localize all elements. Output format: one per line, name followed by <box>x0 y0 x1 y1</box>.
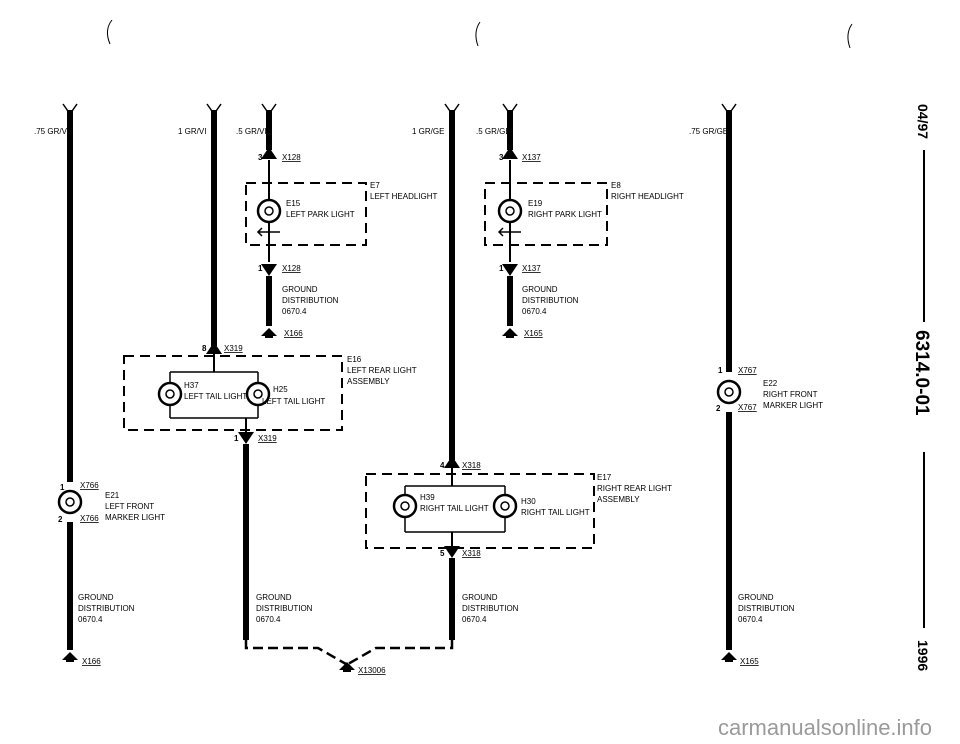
connector-x13006: X13006 <box>358 666 386 675</box>
pin-label: 2 <box>58 515 63 524</box>
connector-x165-bottom-right: X165 <box>740 657 759 666</box>
ground-line2: DISTRIBUTION <box>738 604 795 613</box>
ground-line1: GROUND <box>256 593 292 602</box>
connector-x166-left-front: X166 <box>284 329 303 338</box>
ground-line2: DISTRIBUTION <box>78 604 135 613</box>
pin-label: 1 <box>234 434 239 443</box>
page-code: 6314.0-01 <box>911 330 932 416</box>
connector-x137-top: X137 <box>522 153 541 162</box>
wire-right-rear-feed <box>444 103 460 468</box>
connector-x319-bottom: X319 <box>258 434 277 443</box>
component-id-h25: H25 <box>273 385 288 394</box>
component-name-e17-line1: RIGHT REAR LIGHT <box>597 484 672 493</box>
ground-line2: DISTRIBUTION <box>462 604 519 613</box>
scan-marks <box>106 19 853 49</box>
watermark: carmanualsonline.info <box>718 715 932 740</box>
component-id-h39: H39 <box>420 493 435 502</box>
ground-line3: 0670.4 <box>78 615 103 624</box>
ground-line1: GROUND <box>78 593 114 602</box>
connector-x128-bottom: X128 <box>282 264 301 273</box>
component-id-e17: E17 <box>597 473 612 482</box>
ground-line2: DISTRIBUTION <box>522 296 579 305</box>
ground-line1: GROUND <box>462 593 498 602</box>
pin-label: 1 <box>258 264 263 273</box>
ground-line1: GROUND <box>522 285 558 294</box>
wire-label-w3: .5 GR/VI <box>236 127 267 136</box>
component-id-h37: H37 <box>184 381 199 390</box>
connector-x767-bottom: X767 <box>738 403 757 412</box>
component-name-e22-line2: MARKER LIGHT <box>763 401 823 410</box>
component-id-e7: E7 <box>370 181 380 190</box>
component-name-e16-line2: ASSEMBLY <box>347 377 390 386</box>
ground-line3: 0670.4 <box>282 307 307 316</box>
wire-label-w4: 1 GR/GE <box>412 127 444 136</box>
wire-left-marker <box>57 103 83 662</box>
wire-label-w5: .5 GR/GE <box>476 127 511 136</box>
component-name-e15: LEFT PARK LIGHT <box>286 210 355 219</box>
component-name-h37: LEFT TAIL LIGHT <box>184 392 247 401</box>
pin-label: 3 <box>499 153 504 162</box>
wire-label-w6: .75 GR/GE <box>689 127 728 136</box>
ground-line2: DISTRIBUTION <box>282 296 339 305</box>
ground-line1: GROUND <box>282 285 318 294</box>
wire-right-park <box>484 103 608 338</box>
ground-junction <box>244 640 454 672</box>
connector-x165-right-front: X165 <box>524 329 543 338</box>
connector-x128-top: X128 <box>282 153 301 162</box>
component-name-e16-line1: LEFT REAR LIGHT <box>347 366 417 375</box>
page-year: 1996 <box>915 640 931 671</box>
ground-line3: 0670.4 <box>738 615 763 624</box>
left-rear-light-assembly <box>123 354 343 640</box>
connector-x766-top: X766 <box>80 481 99 490</box>
pin-label: 3 <box>258 153 263 162</box>
component-name-h25: LEFT TAIL LIGHT <box>262 397 325 406</box>
component-name-h39: RIGHT TAIL LIGHT <box>420 504 489 513</box>
component-id-e8: E8 <box>611 181 621 190</box>
connector-x767-top: X767 <box>738 366 757 375</box>
right-rear-light-assembly <box>365 468 595 640</box>
pin-label: 8 <box>202 344 207 353</box>
page-date: 04/97 <box>915 104 931 139</box>
ground-line3: 0670.4 <box>462 615 487 624</box>
component-name-e21-line2: MARKER LIGHT <box>105 513 165 522</box>
ground-line3: 0670.4 <box>522 307 547 316</box>
ground-line2: DISTRIBUTION <box>256 604 313 613</box>
component-name-e21-line1: LEFT FRONT <box>105 502 154 511</box>
pin-label: 1 <box>718 366 723 375</box>
wire-left-park <box>245 103 367 338</box>
wire-right-marker <box>716 103 742 662</box>
connector-x137-bottom: X137 <box>522 264 541 273</box>
component-name-e22-line1: RIGHT FRONT <box>763 390 818 399</box>
connector-x319-top: X319 <box>224 344 243 353</box>
connector-x166-bottom-left: X166 <box>82 657 101 666</box>
wire-left-rear-feed <box>206 103 222 354</box>
pin-label: 5 <box>440 549 445 558</box>
wire-label-w1: .75 GR/VI <box>34 127 69 136</box>
component-name-e8: RIGHT HEADLIGHT <box>611 192 684 201</box>
component-id-e15: E15 <box>286 199 301 208</box>
component-id-e21: E21 <box>105 491 120 500</box>
connector-x318-top: X318 <box>462 461 481 470</box>
component-name-e19: RIGHT PARK LIGHT <box>528 210 602 219</box>
pin-label: 4 <box>440 461 445 470</box>
component-name-h30: RIGHT TAIL LIGHT <box>521 508 590 517</box>
wire-label-w2: 1 GR/VI <box>178 127 206 136</box>
component-id-e22: E22 <box>763 379 778 388</box>
component-id-e19: E19 <box>528 199 543 208</box>
connector-x318-bottom: X318 <box>462 549 481 558</box>
component-name-e7: LEFT HEADLIGHT <box>370 192 438 201</box>
connector-x766-bottom: X766 <box>80 514 99 523</box>
pin-label: 1 <box>60 483 65 492</box>
component-name-e17-line2: ASSEMBLY <box>597 495 640 504</box>
pin-label: 2 <box>716 404 721 413</box>
component-id-e16: E16 <box>347 355 362 364</box>
ground-line3: 0670.4 <box>256 615 281 624</box>
pin-label: 1 <box>499 264 504 273</box>
ground-line1: GROUND <box>738 593 774 602</box>
component-id-h30: H30 <box>521 497 536 506</box>
